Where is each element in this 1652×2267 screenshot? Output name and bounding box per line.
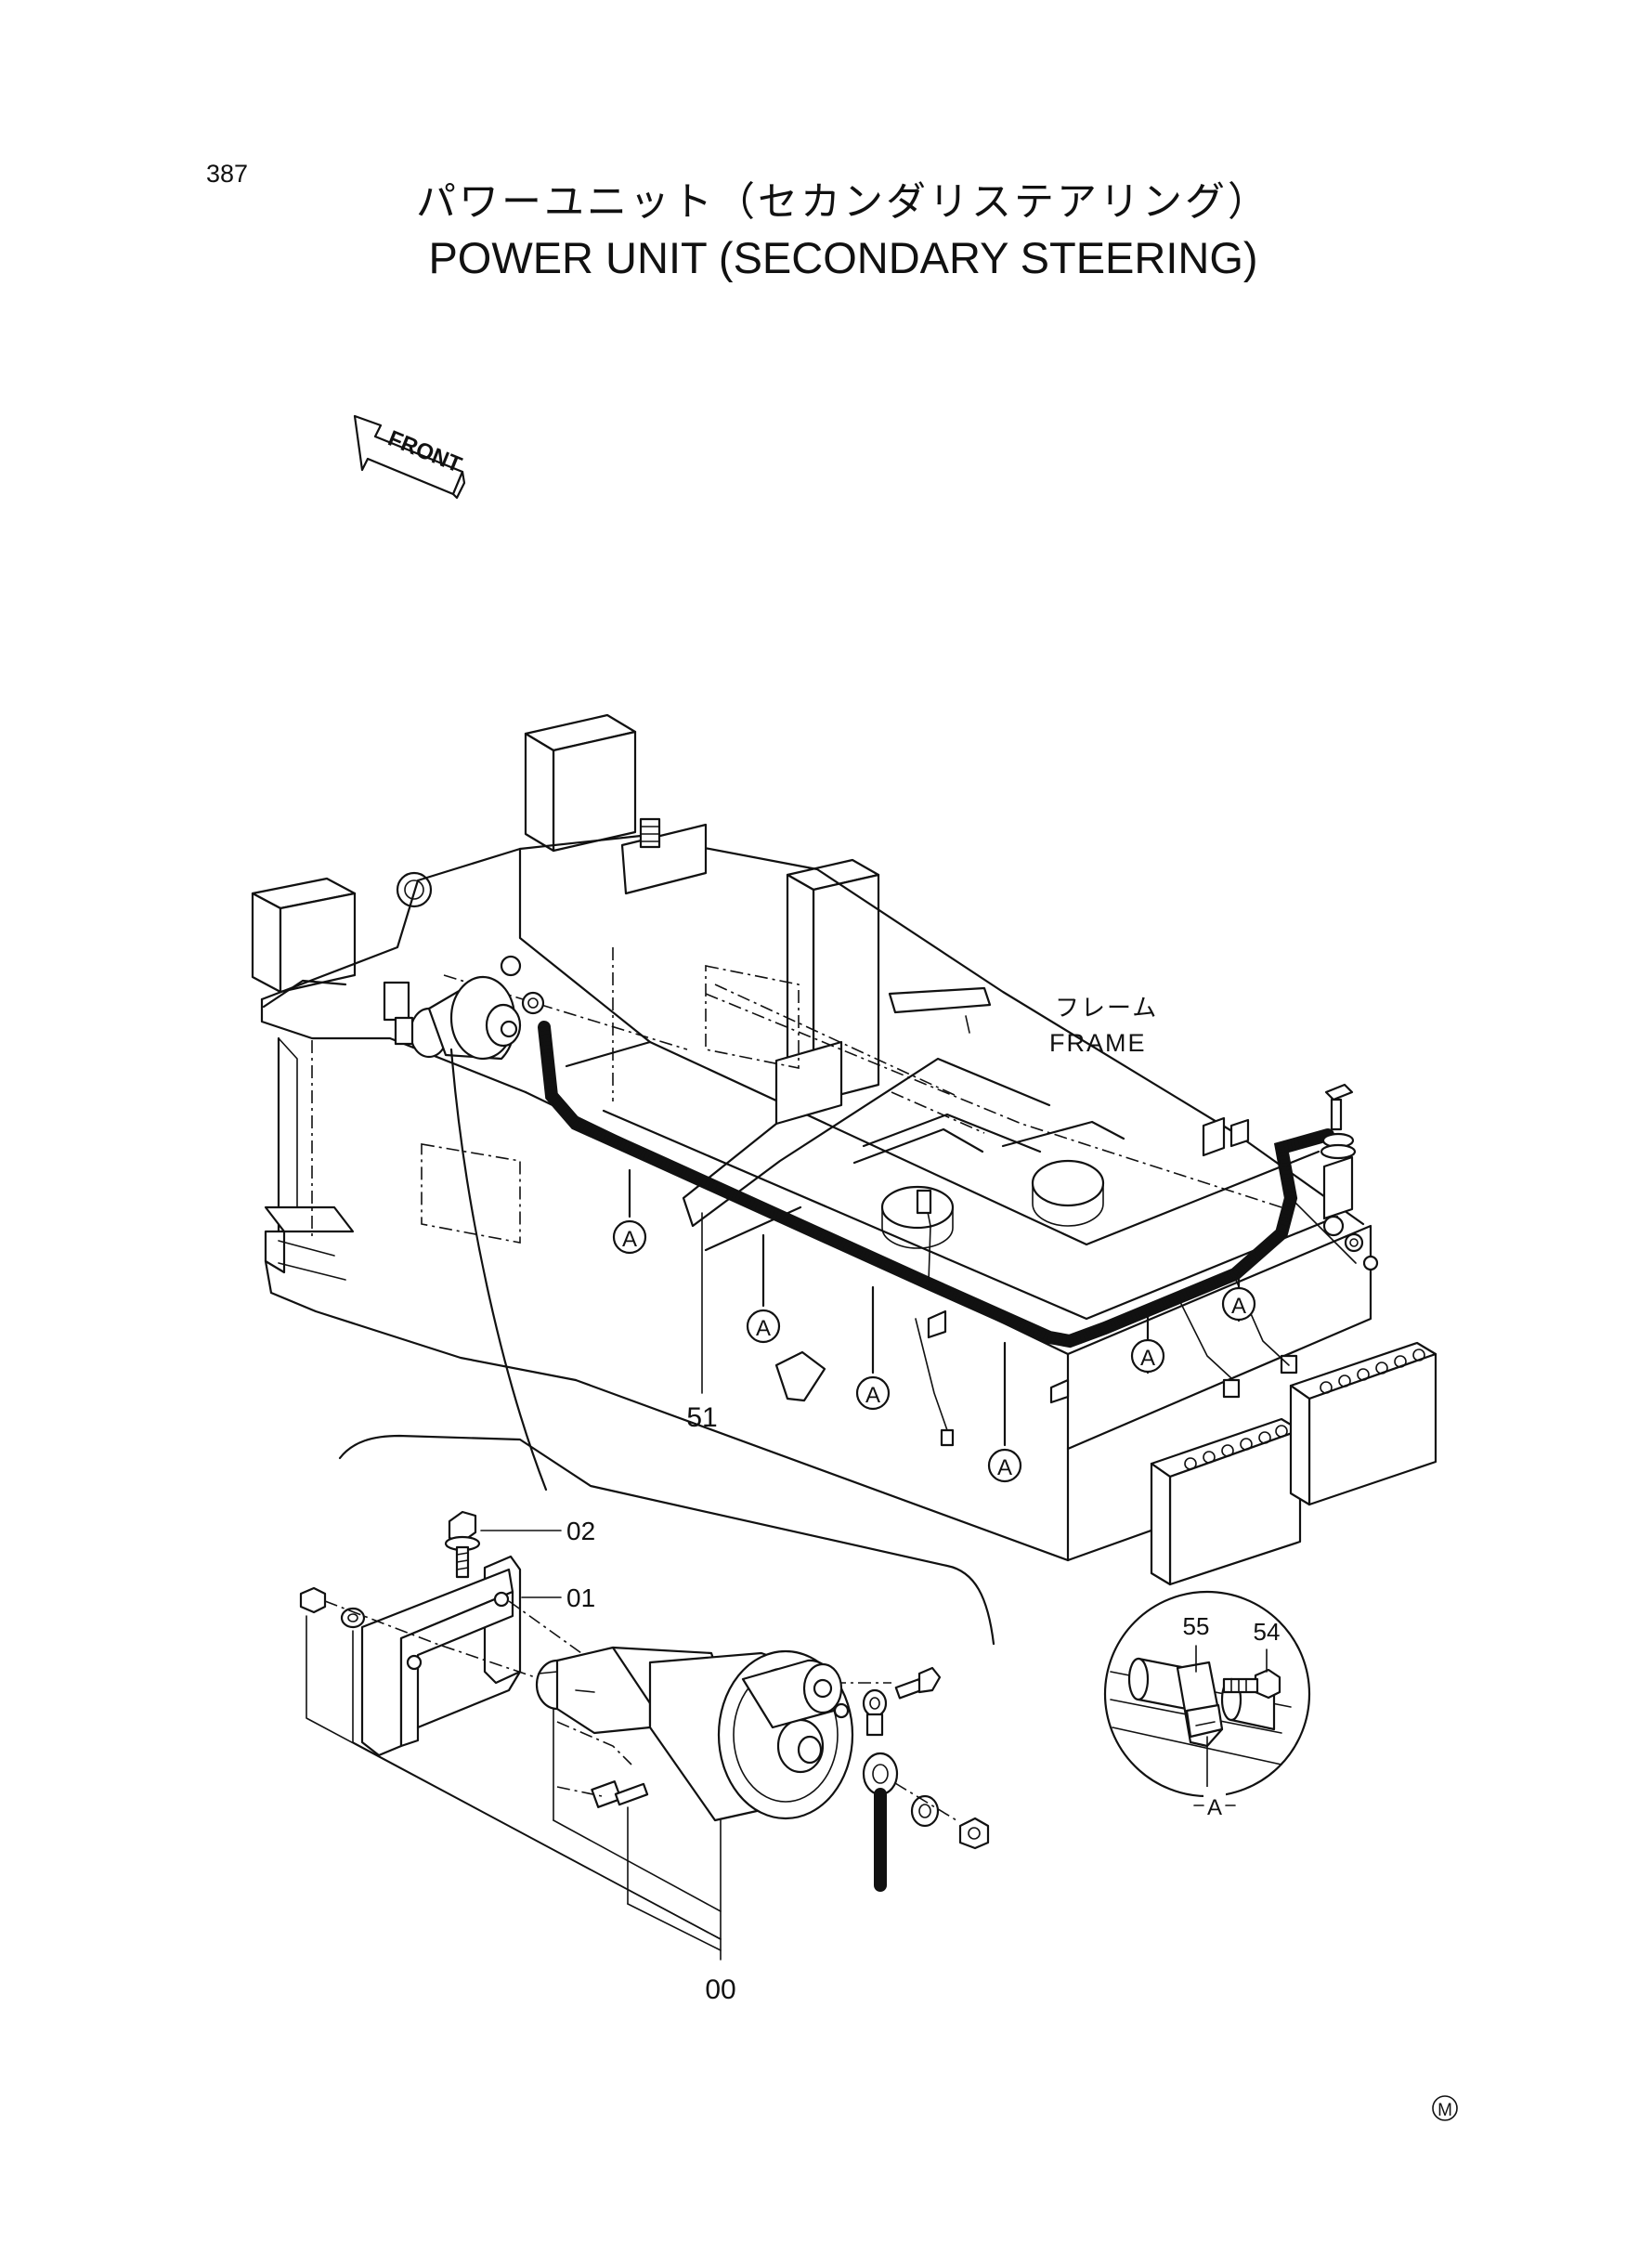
callout-00: 00	[705, 1974, 735, 2005]
svg-text:A: A	[997, 1455, 1012, 1480]
title-english: POWER UNIT (SECONDARY STEERING)	[428, 233, 1257, 282]
motor-00-icon	[535, 1646, 854, 1822]
svg-text:A: A	[1231, 1294, 1246, 1319]
title-japanese: パワーユニット（セカンダリステアリング）	[416, 179, 1270, 226]
clamp-markers: A A A A A A	[612, 1168, 1256, 1483]
bolt-02-icon	[444, 1510, 481, 1579]
svg-text:A: A	[622, 1227, 637, 1252]
clamp-marker: A	[1221, 1272, 1256, 1322]
clamp-marker: A	[855, 1285, 891, 1411]
clamp-marker: A	[1130, 1309, 1165, 1375]
washer-icon	[910, 1794, 940, 1828]
bolt-icon	[1320, 1083, 1357, 1160]
detail-label: A	[1207, 1795, 1222, 1820]
frame-label-japanese: フレーム	[1055, 995, 1158, 1023]
front-arrow-icon: FRONT	[353, 414, 466, 500]
frame-assembly	[251, 713, 1372, 1562]
nut-icon	[299, 1586, 327, 1614]
clamp-marker: A	[612, 1168, 647, 1255]
cable-lug-icon	[862, 1752, 899, 1892]
svg-text:A: A	[865, 1383, 880, 1408]
wire-harness: 51	[538, 1021, 1379, 1447]
callout-51: 51	[686, 1402, 717, 1433]
terminal-screw-icon	[894, 1666, 942, 1700]
page-number: 387	[206, 160, 248, 188]
callout-55: 55	[1183, 1612, 1210, 1640]
svg-text:A: A	[1140, 1346, 1155, 1371]
ring-terminal-icon	[862, 1688, 888, 1737]
battery-caps	[1184, 1348, 1425, 1470]
detail-view-a: 55 54 A	[1103, 1590, 1311, 1820]
clamp-marker: A	[987, 1341, 1022, 1483]
exploded-view: 02 01	[299, 1510, 990, 2005]
frame-label-english: FRAME	[1049, 1029, 1147, 1057]
battery-pair	[1150, 1341, 1437, 1586]
corner-mark: M	[1432, 2095, 1458, 2121]
nut-icon	[958, 1817, 990, 1850]
bolt-lower-icon	[591, 1780, 649, 1808]
bracket-01-icon	[360, 1555, 522, 1757]
clamp-marker: A	[746, 1233, 781, 1344]
callout-02: 02	[566, 1517, 595, 1545]
callout-54: 54	[1254, 1618, 1281, 1646]
motor-on-frame	[383, 955, 545, 1061]
svg-text:M: M	[1437, 2101, 1452, 2120]
svg-text:A: A	[756, 1316, 771, 1341]
callout-01: 01	[566, 1583, 595, 1612]
